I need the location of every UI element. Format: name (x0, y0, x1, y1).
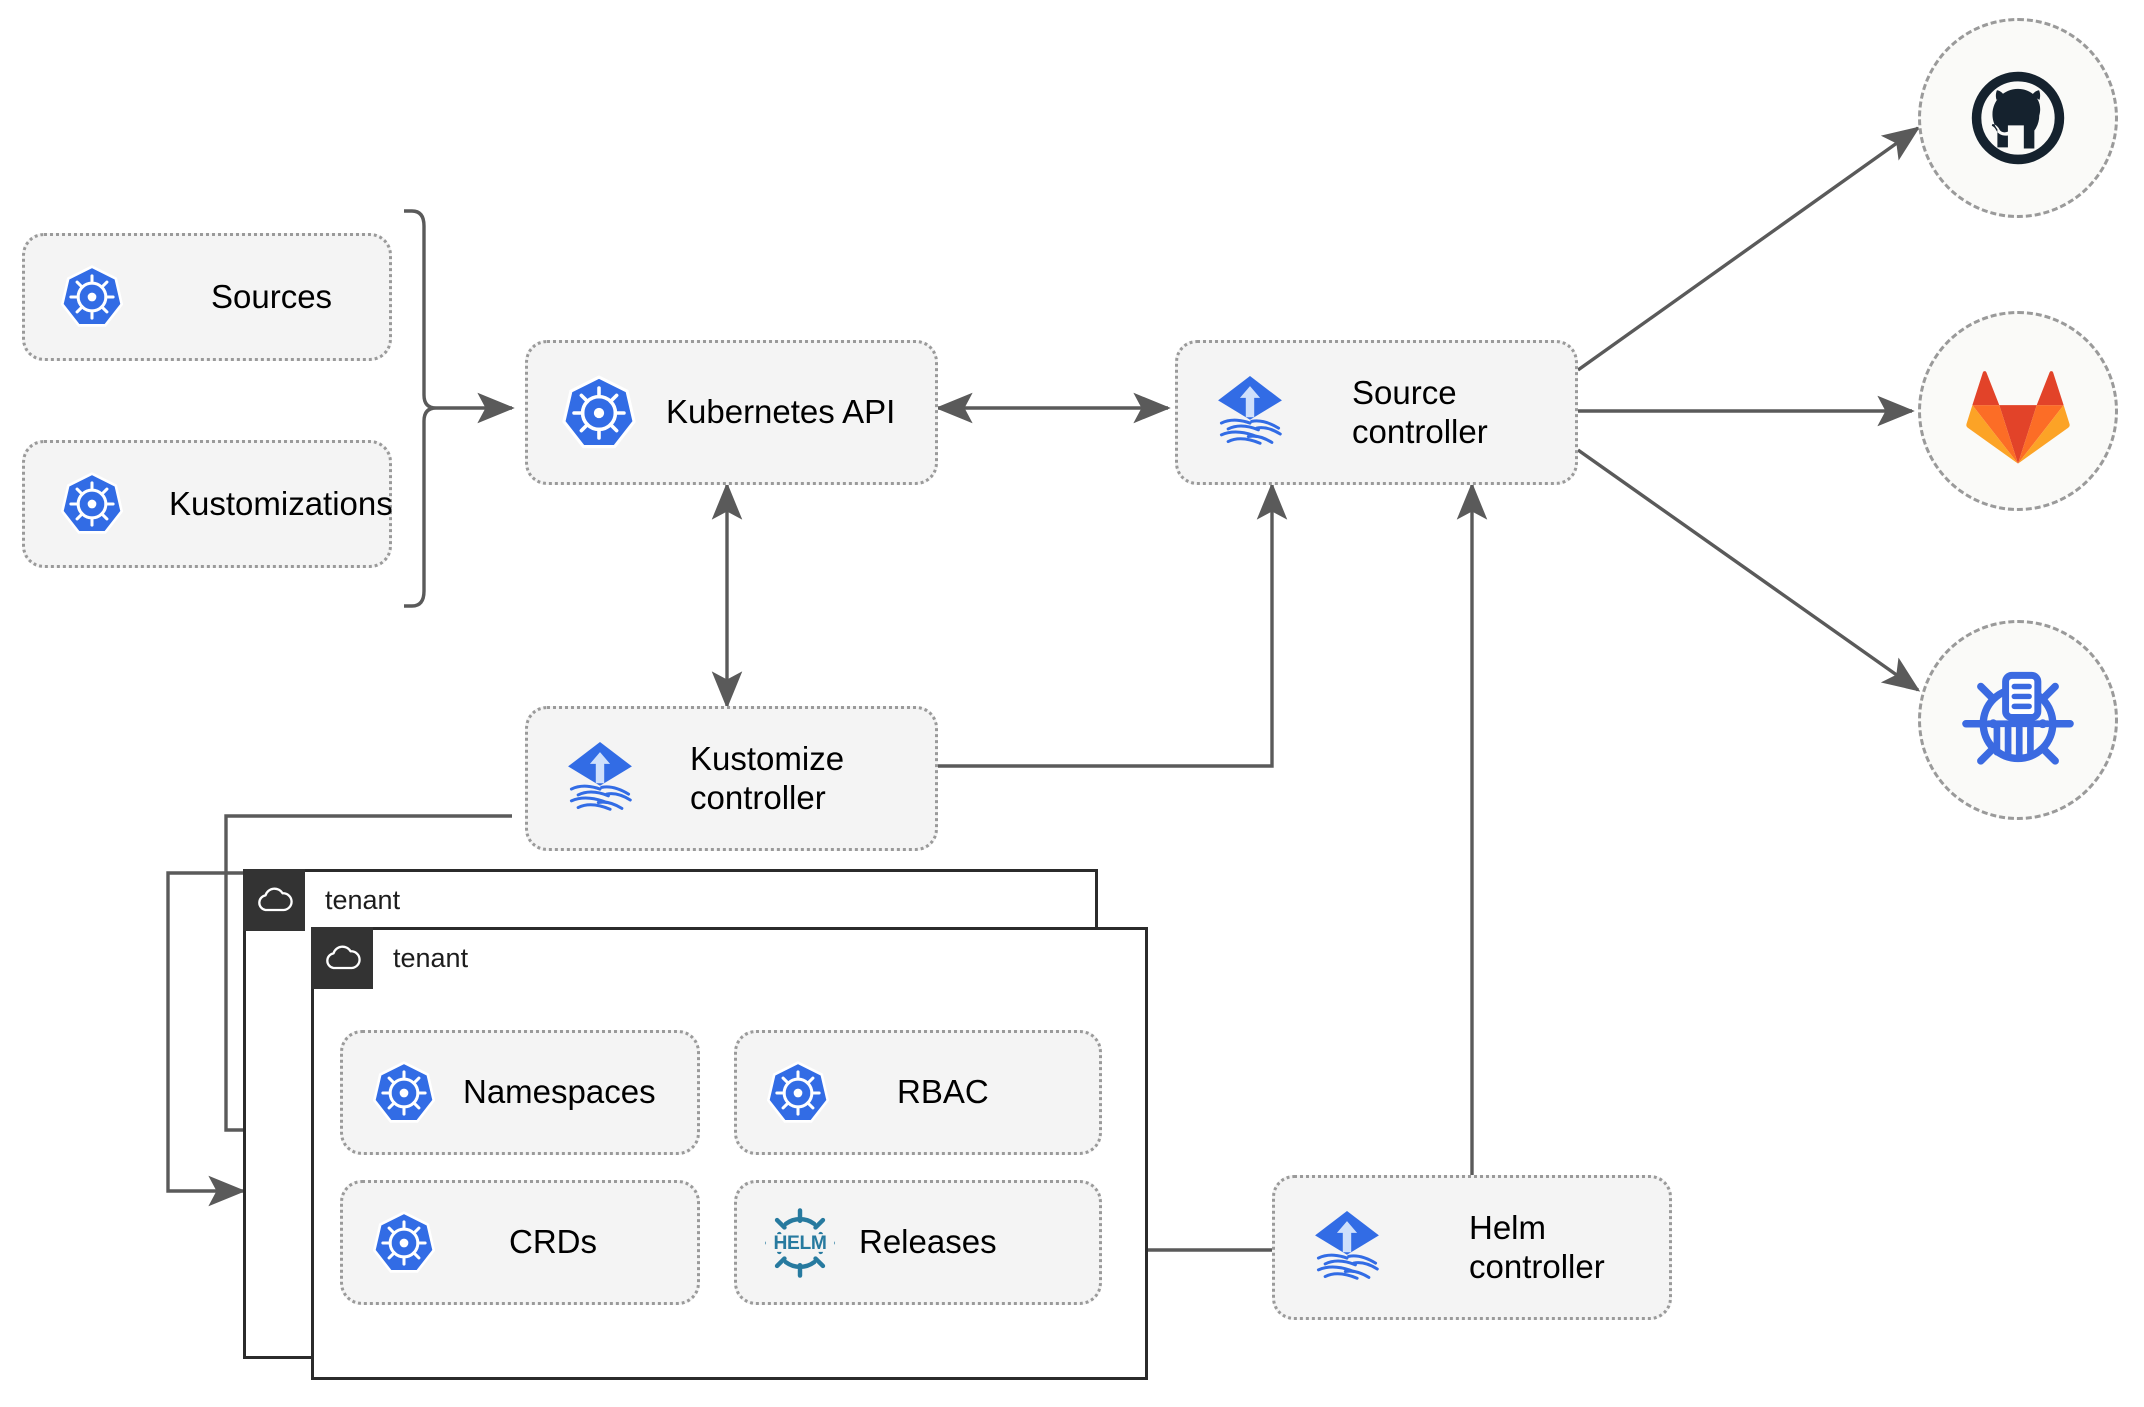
node-releases[interactable]: HELM Releases (734, 1180, 1102, 1305)
node-sources-label: Sources (211, 277, 333, 315)
provider-github[interactable] (1918, 18, 2118, 218)
node-helm-controller-label: Helm controller (1469, 1208, 1605, 1285)
flux-icon (1305, 1206, 1389, 1290)
helm-repository-icon (1962, 671, 2074, 765)
node-crds[interactable]: CRDs (340, 1180, 700, 1305)
node-kustomizations[interactable]: Kustomizations (22, 440, 393, 568)
kubernetes-icon (765, 1060, 831, 1126)
node-source-controller-label: Source controller (1352, 373, 1488, 450)
wire-source-controller-github (1577, 126, 1921, 372)
node-kubernetes-api[interactable]: Kubernetes API (525, 340, 938, 485)
wire-bracket-inputs (404, 209, 437, 608)
tenant-front-label: tenant (393, 942, 469, 973)
provider-helm-repository[interactable] (1918, 620, 2118, 820)
node-rbac[interactable]: RBAC (734, 1030, 1102, 1155)
node-helm-controller[interactable]: Helm controller (1272, 1175, 1672, 1320)
node-namespaces-label: Namespaces (463, 1073, 656, 1111)
gitlab-icon (1966, 371, 2070, 464)
node-kustomize-controller[interactable]: Kustomize controller (525, 706, 938, 851)
wire-kustomize-controller-source-controller (938, 482, 1288, 768)
flux-icon (1208, 371, 1292, 455)
tenant-back-titlebar: tenant (243, 869, 400, 931)
svg-text:HELM: HELM (773, 1232, 826, 1253)
node-crds-label: CRDs (509, 1223, 597, 1261)
node-sources[interactable]: Sources (22, 233, 392, 361)
node-source-controller[interactable]: Source controller (1175, 340, 1578, 485)
provider-gitlab[interactable] (1918, 311, 2118, 511)
node-kustomizations-label: Kustomizations (169, 484, 393, 522)
cloud-icon (243, 869, 305, 931)
node-namespaces[interactable]: Namespaces (340, 1030, 700, 1155)
cloud-icon (311, 927, 373, 989)
kubernetes-icon (371, 1060, 437, 1126)
kubernetes-icon (59, 471, 125, 537)
helm-icon: HELM (763, 1206, 837, 1280)
flux-icon (558, 737, 642, 821)
github-icon (1971, 71, 2065, 165)
tenant-back-label: tenant (325, 884, 401, 915)
node-kustomize-controller-label: Kustomize controller (690, 739, 845, 816)
kubernetes-icon (371, 1210, 437, 1276)
node-rbac-label: RBAC (897, 1073, 989, 1111)
node-releases-label: Releases (859, 1223, 997, 1261)
wire-source-controller-helm-repo (1577, 448, 1921, 692)
kubernetes-icon (560, 374, 638, 452)
kubernetes-icon (59, 264, 125, 330)
node-kubernetes-api-label: Kubernetes API (666, 393, 896, 431)
tenant-front-titlebar: tenant (311, 927, 468, 989)
